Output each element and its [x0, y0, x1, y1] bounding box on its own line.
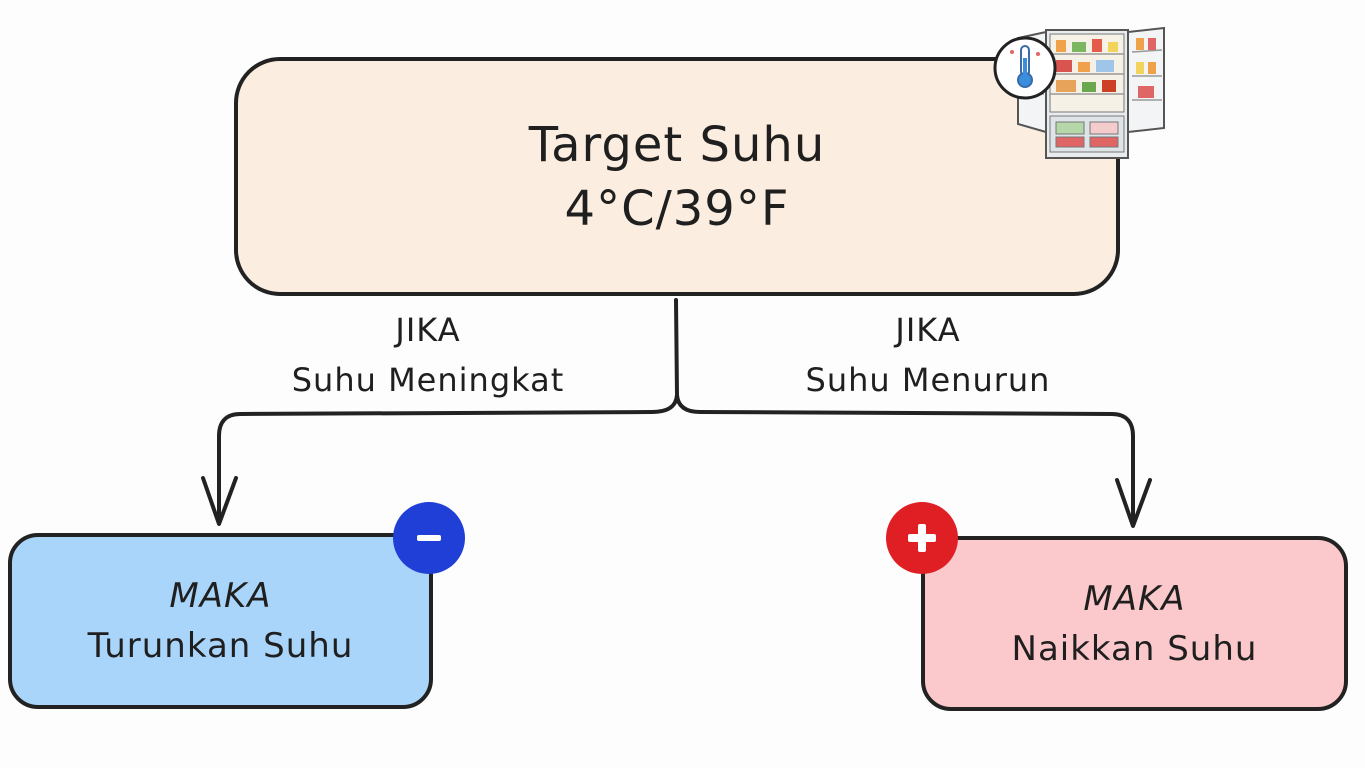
condition-right-keyword: JIKA: [895, 311, 961, 349]
arrowhead-left: [201, 476, 238, 526]
target-value: 4°C/39°F: [564, 180, 790, 237]
condition-temperature-rises: JIKA Suhu Meningkat: [258, 305, 598, 405]
result-right-keyword: MAKA: [1083, 578, 1186, 619]
condition-temperature-drops: JIKA Suhu Menurun: [768, 305, 1088, 405]
result-left-keyword: MAKA: [169, 576, 272, 616]
target-temperature-box: Target Suhu 4°C/39°F: [234, 57, 1120, 296]
fridge-thermometer-icon: [992, 24, 1170, 160]
target-title: Target Suhu: [528, 116, 826, 173]
result-right-text: Naikkan Suhu: [1011, 628, 1258, 669]
condition-right-text: Suhu Menurun: [805, 361, 1051, 399]
arrow-to-left: [217, 393, 679, 524]
condition-left-text: Suhu Meningkat: [291, 361, 565, 399]
result-lower-temperature-box: MAKA Turunkan Suhu: [8, 533, 433, 709]
minus-icon: [393, 502, 465, 574]
result-left-text: Turunkan Suhu: [87, 626, 354, 666]
arrow-trunk: [674, 298, 702, 414]
arrowhead-right: [1115, 478, 1152, 528]
condition-left-keyword: JIKA: [395, 311, 461, 349]
result-raise-temperature-box: MAKA Naikkan Suhu: [921, 536, 1348, 711]
plus-icon: [886, 502, 958, 574]
arrow-to-right: [698, 410, 1135, 526]
